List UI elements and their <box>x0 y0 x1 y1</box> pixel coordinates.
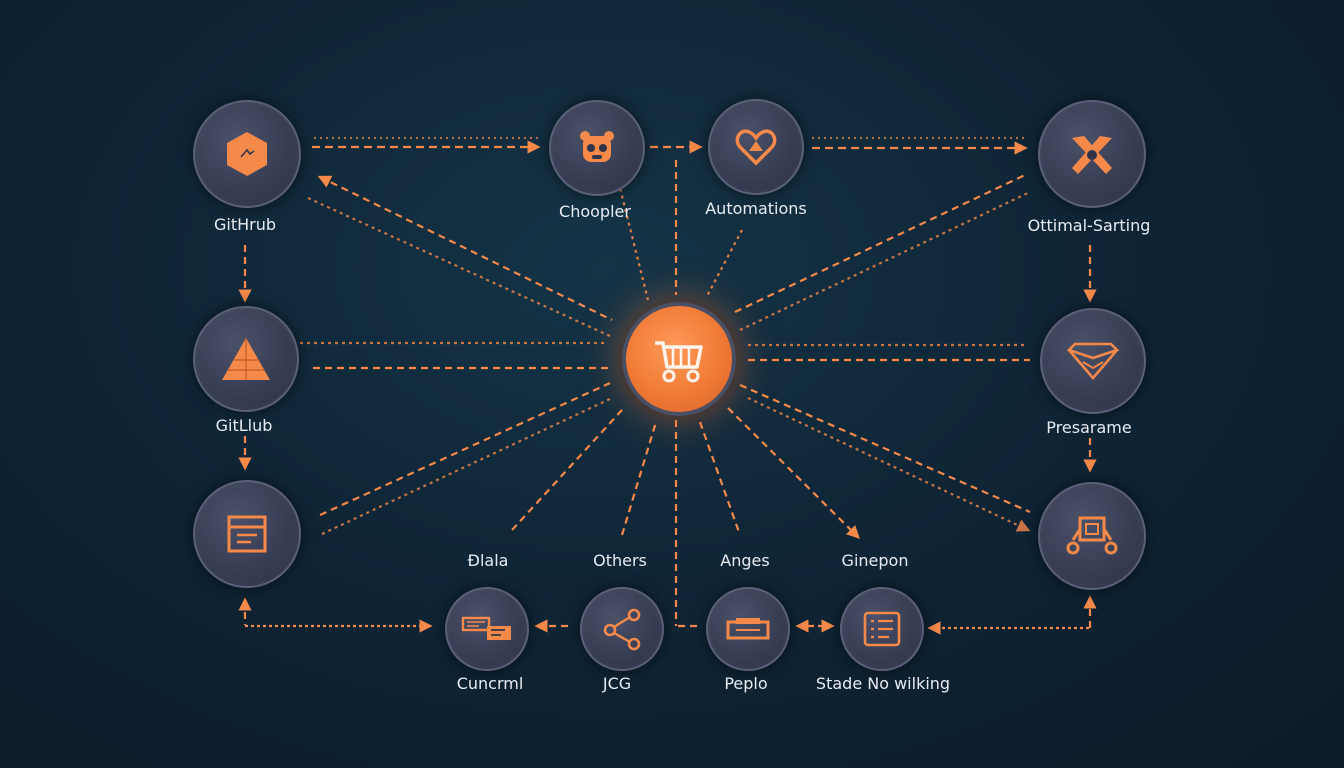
connector-line <box>747 397 1031 532</box>
label-ottimal-sarting: Ottimal-Sarting <box>1027 216 1151 235</box>
node-cuncrml[interactable] <box>445 587 529 671</box>
bear-icon <box>580 131 614 162</box>
label-anges: Anges <box>720 551 770 570</box>
node-ginepon[interactable] <box>1038 482 1146 590</box>
node-github[interactable] <box>193 100 301 208</box>
node-diala[interactable] <box>193 480 301 588</box>
label-choopler: Choopler <box>559 202 631 221</box>
flag-icon <box>461 616 511 640</box>
label-cuncrml: Cuncrml <box>456 674 524 693</box>
label-gitlub: GitLlub <box>215 416 273 435</box>
node-stade-no-wilking[interactable] <box>840 587 924 671</box>
node-gitlub[interactable] <box>193 306 299 412</box>
node-automations[interactable] <box>708 99 804 195</box>
list-icon <box>863 611 901 647</box>
node-jcg[interactable] <box>580 587 664 671</box>
central-hub-node[interactable] <box>622 302 736 416</box>
window-icon <box>227 515 267 553</box>
connector-line <box>727 407 860 539</box>
printer-icon <box>726 618 770 640</box>
heart-icon <box>735 129 777 166</box>
connector-line <box>739 191 1031 331</box>
node-presarame[interactable] <box>1040 308 1146 414</box>
hexagon-icon <box>227 132 267 176</box>
layers-icon <box>1066 342 1120 380</box>
label-automations: Automations <box>705 199 807 218</box>
node-choopler[interactable] <box>549 100 645 196</box>
label-diala: Đlala <box>467 551 509 570</box>
label-others: Others <box>593 551 647 570</box>
label-github: GitHrub <box>213 215 277 234</box>
connector-line <box>608 147 650 301</box>
share-icon <box>603 608 641 651</box>
label-jcg: JCG <box>602 674 632 693</box>
connector-line <box>698 421 742 536</box>
connector-line <box>319 381 611 517</box>
connector-line <box>321 397 613 535</box>
pyramid-icon <box>222 338 270 380</box>
label-presarame: Presarame <box>1046 418 1132 437</box>
connector-line <box>739 383 1031 514</box>
node-ottimal-sarting[interactable] <box>1038 100 1146 208</box>
connector-line <box>705 229 743 299</box>
node-peplo[interactable] <box>706 587 790 671</box>
cart-icon <box>655 341 703 383</box>
label-stade-no-wilking: Stade No wilking <box>815 674 951 693</box>
connector-line <box>511 409 623 531</box>
connector-line <box>317 175 613 321</box>
crossed-tools-icon <box>1072 136 1112 174</box>
label-ginepon: Ginepon <box>841 551 909 570</box>
connector-line <box>620 421 658 536</box>
robot-icon <box>1066 516 1118 555</box>
connector-line <box>734 174 1026 313</box>
label-peplo: Peplo <box>724 674 768 693</box>
